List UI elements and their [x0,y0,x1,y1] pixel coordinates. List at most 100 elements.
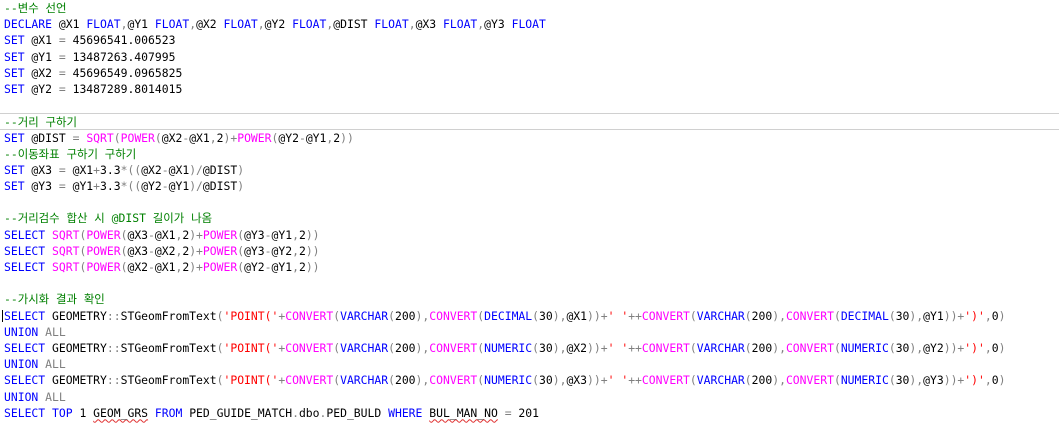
code-line-current[interactable]: --거리 구하기 [0,113,1059,130]
code-line[interactable]: SELECT TOP 1 GEOM_GRS FROM PED_GUIDE_MAT… [0,405,1059,421]
operator-token: ), [415,340,430,355]
code-line[interactable]: SELECT SQRT(POWER(@X2-@X1,2)+POWER(@Y2-@… [0,259,1059,275]
code-line[interactable]: SET @Y2 = 13487289.8014015 [0,81,1059,97]
operator-token: ))+ [943,308,965,323]
identifier-token: 1 [72,405,94,420]
identifier-token: 30 [895,308,910,323]
operator-token: ), [909,340,924,355]
operator-token: ( [237,260,245,274]
code-line[interactable]: SELECT SQRT(POWER(@X3-@X2,2)+POWER(@Y3-@… [0,243,1059,259]
string-literal-token: 'POINT(' [223,340,279,355]
identifier-token: 2 [333,130,341,145]
operator-token: ( [477,373,485,388]
code-line[interactable]: SET @Y1 = 13487263.407995 [0,49,1059,65]
operator-token: , [984,373,992,388]
operator-token: = [58,49,66,64]
operator-token: ( [477,340,485,355]
operator-token: + [93,162,101,177]
identifier-token: 30 [895,373,910,388]
identifier-token: @X2 [154,243,176,258]
operator-token: ))+ [943,340,965,355]
operator-token: ( [744,340,752,355]
code-line[interactable]: SELECT SQRT(POWER(@X3-@X1,2)+POWER(@Y3-@… [0,227,1059,243]
operator-token: ( [689,340,697,355]
string-literal-token: ')' [964,308,985,323]
operator-token: ( [113,130,121,145]
code-line[interactable]: SET @DIST = SQRT(POWER(@X2-@X1,2)+POWER(… [0,130,1059,146]
code-line[interactable]: SET @X1 = 45696541.006523 [0,32,1059,48]
operator-token: )) [340,130,354,145]
identifier-token: 3.3 [100,179,121,194]
code-line[interactable]: --가시화 결과 확인 [0,291,1059,307]
identifier-token: GEOMETRY [45,373,107,388]
operator-token: , [175,227,183,242]
operator-token: + [93,179,101,194]
keyword-token: SET [4,162,25,177]
code-line[interactable]: --거리검수 합산 시 @DIST 길이가 나옴 [0,210,1059,226]
identifier-token: @Y3 [923,373,944,388]
keyword-token: FLOAT [223,17,258,32]
function-token: POWER [202,260,238,274]
identifier-token: 13487289.8014015 [65,81,183,96]
code-line[interactable]: SET @Y3 = @Y1+3.3*((@Y2-@Y1)/@DIST) [0,178,1059,194]
function-token: CONVERT [785,340,834,355]
identifier-token: 30 [539,308,553,323]
code-line[interactable] [0,194,1059,210]
code-line[interactable] [0,275,1059,291]
identifier-token: 200 [394,340,416,355]
code-line[interactable]: UNION ALL [0,389,1059,405]
identifier-token: 2 [182,260,190,274]
operator-token: ))+ [943,373,965,388]
operator-token: ( [333,340,341,355]
identifier-token: @Y1 [305,130,327,145]
operator-token: ), [772,308,786,323]
operator-token: ( [689,308,697,323]
operator-token: ( [888,373,896,388]
keyword-token: VARCHAR [696,373,745,388]
keyword-token: SET [4,33,25,48]
comment-token: --가시화 결과 확인 [4,292,105,307]
operator-token: + [278,373,286,388]
code-line[interactable] [0,97,1059,113]
operator-token: ( [154,130,162,145]
keyword-token: SET [4,179,25,194]
code-line[interactable]: --이동좌표 구하기 구하기 [0,146,1059,162]
code-line[interactable]: SET @X3 = @X1+3.3*((@X2-@X1)/@DIST) [0,162,1059,178]
code-line[interactable]: DECLARE @X1 FLOAT,@Y1 FLOAT,@X2 FLOAT,@Y… [0,16,1059,32]
identifier-token: 13487263.407995 [65,49,176,64]
code-line[interactable]: UNION ALL [0,356,1059,372]
code-line[interactable]: UNION ALL [0,324,1059,340]
keyword-token: FLOAT [374,17,409,32]
operator-token: )) [305,243,320,258]
function-token: CONVERT [429,340,478,355]
identifier-token: @X2 [24,65,59,80]
keyword-token: TOP [52,405,73,420]
operator-token: ( [532,373,540,388]
identifier-token: @X3 [127,243,149,258]
identifier-token: @Y2 [24,81,59,96]
keyword-token: SELECT [4,243,46,258]
code-line[interactable]: SELECT GEOMETRY::STGeomFromText('POINT('… [0,308,1059,324]
function-token: SQRT [52,227,80,242]
operator-token: ( [333,373,341,388]
identifier-token: @X3 [24,162,59,177]
operator-token: . [292,405,299,420]
operator-token: ++ [628,340,642,355]
code-line[interactable]: SELECT GEOMETRY::STGeomFromText('POINT('… [0,340,1059,356]
identifier-token: @X3 [127,227,149,242]
identifier-token: @Y1 [127,17,155,32]
identifier-token: @X1 [566,308,588,323]
code-line[interactable]: SET @X2 = 45696549.0965825 [0,65,1059,81]
keyword-token: SET [4,65,25,80]
operator-token: ) [998,373,1006,388]
identifier-token: @Y3 [24,179,59,194]
code-line[interactable]: --변수 선언 [0,0,1059,16]
keyword-token: NUMERIC [484,340,533,355]
comment-token: --거리검수 합산 시 @DIST 길이가 나옴 [4,211,213,226]
function-token: CONVERT [785,373,834,388]
function-token: CONVERT [641,340,690,355]
operator-token: = [58,81,66,96]
identifier-token [148,406,155,420]
code-line[interactable]: SELECT GEOMETRY::STGeomFromText('POINT('… [0,372,1059,388]
